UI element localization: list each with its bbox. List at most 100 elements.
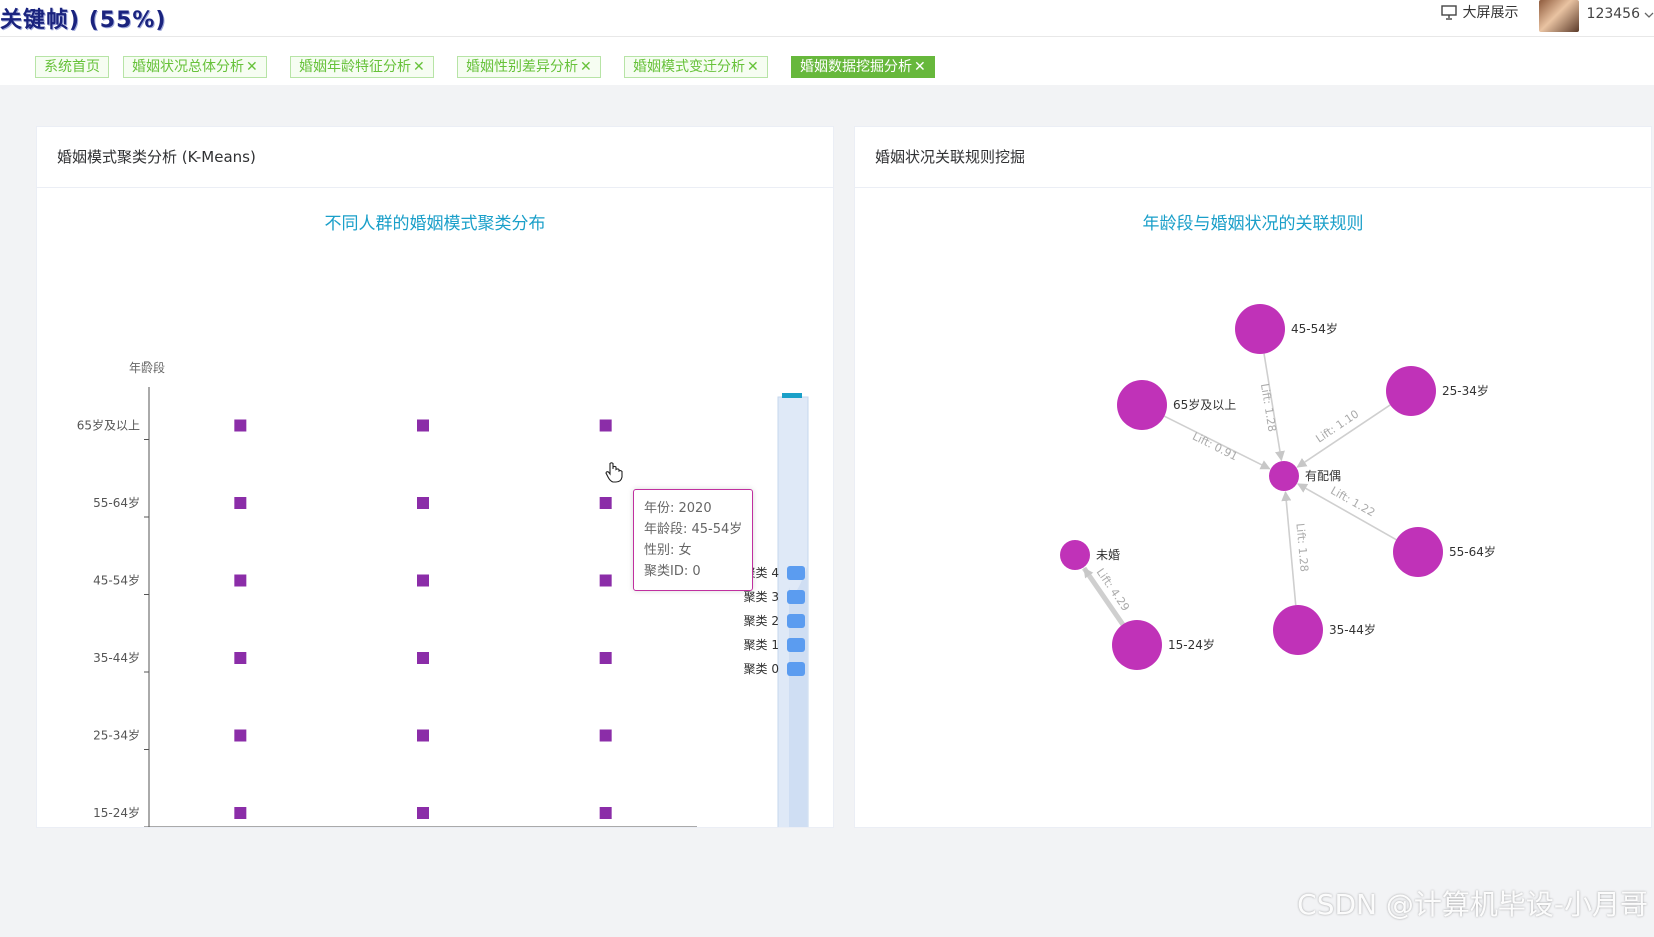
top-right-area: 大屏展示 123456 [1440, 0, 1654, 36]
close-icon[interactable]: ✕ [914, 59, 926, 75]
tab-data-mining[interactable]: 婚姻数据挖掘分析✕ [791, 56, 935, 78]
y-tick-label: 45-54岁 [93, 573, 140, 588]
graph-node[interactable] [1235, 304, 1285, 354]
tab-age-analysis[interactable]: 婚姻年龄特征分析✕ [290, 56, 434, 78]
chevron-down-icon[interactable] [1644, 0, 1654, 30]
data-point[interactable] [417, 419, 429, 432]
graph-node[interactable] [1060, 540, 1090, 570]
watermark: CSDN @计算机毕设-小月哥 [1297, 888, 1648, 921]
node-label: 25-34岁 [1442, 383, 1489, 398]
graph-link[interactable] [1263, 353, 1285, 462]
window-title: 关键帧) (55%) [0, 8, 167, 33]
data-point[interactable] [234, 497, 247, 509]
y-tick-label: 55-64岁 [93, 495, 140, 510]
data-point[interactable] [599, 807, 612, 819]
data-point[interactable] [234, 419, 247, 432]
tab-label: 婚姻性别差异分析 [466, 59, 578, 75]
tab-label: 婚姻数据挖掘分析 [800, 59, 912, 75]
cluster-legend-swatch[interactable] [787, 566, 805, 580]
graph-node[interactable] [1269, 461, 1299, 491]
tab-label: 婚姻年龄特征分析 [299, 59, 411, 75]
graph-link[interactable] [1281, 490, 1297, 606]
node-label: 35-44岁 [1329, 622, 1376, 637]
data-point[interactable] [417, 729, 429, 742]
y-tick-label: 65岁及以上 [77, 418, 140, 433]
tab-label: 婚姻状况总体分析 [132, 59, 244, 75]
close-icon[interactable]: ✕ [747, 59, 759, 75]
graph-node[interactable] [1273, 605, 1323, 655]
y-axis-name: 年龄段 [129, 360, 165, 375]
cluster-legend-swatch[interactable] [787, 638, 805, 652]
username[interactable]: 123456 [1586, 6, 1640, 22]
graph-node[interactable] [1117, 380, 1167, 430]
data-point[interactable] [599, 574, 612, 587]
data-point[interactable] [234, 807, 247, 819]
close-icon[interactable]: ✕ [580, 59, 592, 75]
link-label: Lift: 1.28 [1258, 383, 1279, 433]
cluster-legend-swatch[interactable] [787, 662, 805, 676]
node-label: 未婚 [1096, 548, 1120, 562]
hand-cursor-icon [605, 462, 623, 483]
graph-link[interactable] [1297, 483, 1397, 541]
tooltip-year: 年份: 2020 [644, 501, 712, 516]
node-label: 45-54岁 [1291, 321, 1338, 336]
graph-link[interactable] [1296, 404, 1391, 468]
cluster-legend-label[interactable]: 聚类 1 [744, 638, 779, 652]
tooltip-cluster: 聚类ID: 0 [644, 564, 701, 579]
cluster-legend-label[interactable]: 聚类 2 [744, 614, 779, 628]
avatar[interactable] [1538, 0, 1579, 32]
data-point[interactable] [599, 652, 612, 664]
graph-link[interactable] [1082, 566, 1125, 626]
graph-node[interactable] [1112, 620, 1162, 670]
tooltip-age: 年龄段: 45-54岁 [644, 522, 743, 537]
data-point[interactable] [234, 729, 247, 742]
close-icon[interactable]: ✕ [413, 59, 425, 75]
data-point[interactable] [417, 652, 429, 664]
card-header: 婚姻模式聚类分析 (K-Means) [37, 127, 833, 188]
graph-node[interactable] [1393, 527, 1443, 577]
cluster-legend-label[interactable]: 聚类 0 [744, 662, 779, 676]
tab-label: 婚姻模式变迁分析 [633, 59, 745, 75]
tab-gender-analysis[interactable]: 婚姻性别差异分析✕ [457, 56, 601, 78]
tab-label: 系统首页 [44, 59, 100, 75]
close-icon[interactable]: ✕ [246, 59, 258, 75]
tooltip-gender: 性别: 女 [644, 543, 692, 558]
data-point[interactable] [234, 652, 247, 664]
data-tooltip: 年份: 2020 年龄段: 45-54岁 性别: 女 聚类ID: 0 [633, 489, 754, 591]
graph-link[interactable] [1164, 415, 1271, 470]
card-header: 婚姻状况关联规则挖掘 [855, 127, 1651, 188]
top-bar: 关键帧) (55%) 大屏展示 123456 [0, 0, 1654, 37]
node-label: 65岁及以上 [1173, 397, 1236, 412]
node-label: 15-24岁 [1168, 637, 1215, 652]
chart-title: 年龄段与婚姻状况的关联规则 [1142, 214, 1364, 234]
link-label: Lift: 0.91 [1190, 430, 1240, 463]
cluster-legend-swatch[interactable] [787, 590, 805, 604]
tab-overall-analysis[interactable]: 婚姻状况总体分析✕ [123, 56, 267, 78]
tabs-bar: 系统首页 婚姻状况总体分析✕ 婚姻年龄特征分析✕ 婚姻性别差异分析✕ 婚姻模式变… [0, 37, 1654, 85]
tab-pattern-analysis[interactable]: 婚姻模式变迁分析✕ [624, 56, 768, 78]
node-label: 有配偶 [1305, 469, 1341, 483]
data-point[interactable] [599, 497, 612, 509]
cluster-scatter-chart[interactable]: 年龄段15-24岁25-34岁35-44岁45-54岁55-64岁65岁及以上2… [37, 187, 833, 827]
data-point[interactable] [599, 419, 612, 432]
graph-node[interactable] [1386, 366, 1436, 416]
data-point[interactable] [234, 574, 247, 587]
cluster-legend-label[interactable]: 聚类 3 [744, 590, 779, 604]
y-zoom-slider[interactable] [777, 393, 809, 827]
big-screen-label: 大屏展示 [1462, 5, 1519, 21]
y-tick-label: 35-44岁 [93, 650, 140, 665]
big-screen-button[interactable]: 大屏展示 [1440, 2, 1519, 22]
tab-home[interactable]: 系统首页 [35, 56, 109, 78]
link-label: Lift: 1.28 [1293, 523, 1310, 573]
data-point[interactable] [599, 729, 612, 742]
presentation-icon [1440, 4, 1457, 20]
data-point[interactable] [417, 807, 429, 819]
data-point[interactable] [417, 574, 429, 587]
cluster-legend-swatch[interactable] [787, 614, 805, 628]
node-label: 55-64岁 [1449, 544, 1496, 559]
data-point[interactable] [417, 497, 429, 509]
y-zoom-handle-top[interactable] [782, 393, 802, 398]
